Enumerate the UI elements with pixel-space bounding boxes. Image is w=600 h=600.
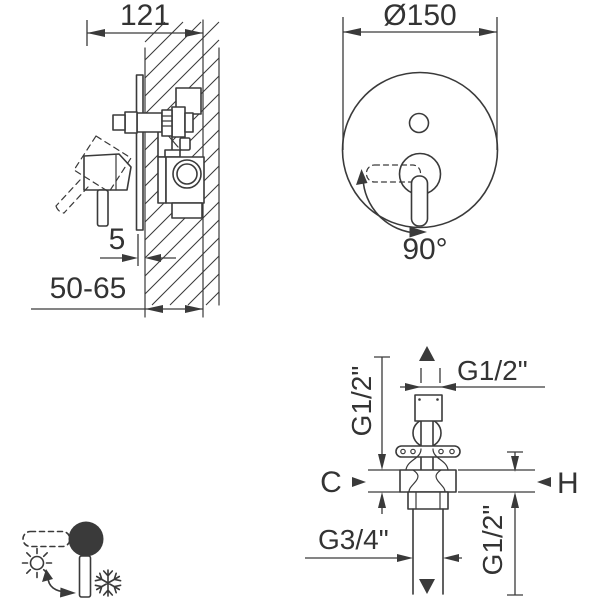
outlet-pipe (412, 508, 444, 595)
faceplate-circle (341, 71, 499, 229)
top-thread-length-dimension: G1/2" (346, 356, 400, 514)
handle-dashed-position (55, 135, 132, 214)
handle-lever-dashed-front (365, 164, 422, 183)
bottom-thread-dimension: G3/4" (305, 524, 462, 562)
diverter-button (408, 112, 430, 134)
install-depth-dimension: 50-65 (31, 272, 203, 313)
top-thread-label: G1/2" (457, 355, 528, 386)
mounting-plate (135, 74, 144, 231)
dim-50-65-label: 50-65 (50, 272, 127, 305)
dim-5-label: 5 (109, 223, 126, 256)
handle-knob-side (83, 153, 132, 227)
plate-offset-dimension: 5 (100, 223, 176, 266)
mounting-bracket (395, 445, 461, 458)
handle-temperature-diagram (21, 521, 122, 598)
dim-121-label: 121 (120, 0, 170, 32)
flow-down-arrow (419, 579, 435, 594)
valve-body-side (112, 87, 205, 219)
h-dimension: H G1/2" (458, 451, 579, 596)
handle-dashed-horizontal (22, 530, 71, 548)
top-thread-length-label: G1/2" (346, 366, 377, 437)
section-view: G1/2" G1/2" C (305, 346, 579, 596)
temperature-range-arrow (42, 569, 76, 598)
bottom-thread-label: G3/4" (318, 524, 389, 555)
handle-lever-side (96, 189, 109, 227)
snowflake-icon (94, 569, 122, 597)
diameter-label: Ø150 (383, 0, 456, 32)
rotation-90-label: 90° (402, 233, 447, 266)
flow-up-arrow (419, 346, 435, 361)
handle-lever-front (410, 175, 429, 227)
handle-knob-black (68, 521, 104, 557)
valve-body-section (395, 394, 461, 595)
h-dim-label: H (557, 467, 579, 500)
outlet-thread-length-label: G1/2" (477, 505, 508, 576)
handle-lever-bottom (78, 555, 92, 598)
side-view: 121 (31, 0, 220, 318)
diameter-dimension: Ø150 (342, 0, 498, 150)
rotation-arc (356, 169, 427, 238)
c-dimension: C (320, 466, 366, 499)
width-dimension: 121 (86, 0, 203, 46)
front-view: Ø150 90° (341, 0, 499, 266)
top-thread-dimension: G1/2" (400, 355, 545, 391)
c-dim-label: C (320, 466, 342, 499)
